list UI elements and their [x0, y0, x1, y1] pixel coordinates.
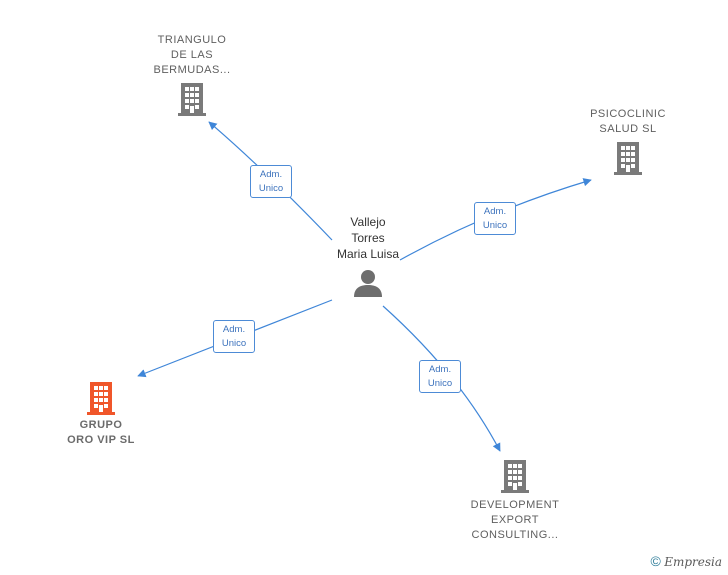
brand-logo: Empresia: [664, 555, 722, 569]
company-name[interactable]: DEVELOPMENT EXPORT CONSULTING...: [470, 499, 560, 541]
badge-role-detail: Unico: [221, 338, 247, 349]
building-icon: [501, 460, 529, 493]
company-node-development[interactable]: DEVELOPMENT EXPORT CONSULTING...: [460, 458, 570, 543]
person-name[interactable]: Vallejo Torres Maria Luisa: [336, 215, 400, 261]
person-icon: [354, 270, 382, 297]
relation-badge-development: Adm. Unico: [419, 360, 461, 393]
relation-badge-psicoclinic: Adm. Unico: [474, 202, 516, 235]
company-node-triangulo[interactable]: TRIANGULO DE LAS BERMUDAS...: [142, 33, 242, 117]
badge-role: Adm.: [259, 169, 283, 180]
person-node[interactable]: Vallejo Torres Maria Luisa: [318, 214, 418, 298]
copyright-icon: ©: [650, 553, 661, 569]
badge-role-detail: Unico: [258, 183, 284, 194]
badge-role-detail: Unico: [427, 378, 453, 389]
badge-role: Adm.: [428, 364, 452, 375]
badge-role-detail: Unico: [482, 220, 508, 231]
building-icon: [178, 83, 206, 116]
watermark: © Empresia: [651, 553, 722, 569]
company-node-grupo[interactable]: GRUPO ORO VIP SL: [49, 380, 153, 448]
relation-badge-grupo: Adm. Unico: [213, 320, 255, 353]
badge-role: Adm.: [222, 324, 246, 335]
company-node-psicoclinic[interactable]: PSICOCLINIC SALUD SL: [578, 107, 678, 176]
badge-role: Adm.: [483, 206, 507, 217]
company-name[interactable]: PSICOCLINIC SALUD SL: [590, 108, 666, 135]
company-name[interactable]: TRIANGULO DE LAS BERMUDAS...: [153, 34, 231, 76]
relation-badge-triangulo: Adm. Unico: [250, 165, 292, 198]
building-icon: [614, 142, 642, 175]
company-name[interactable]: GRUPO ORO VIP SL: [67, 419, 135, 446]
building-icon: [87, 382, 115, 415]
